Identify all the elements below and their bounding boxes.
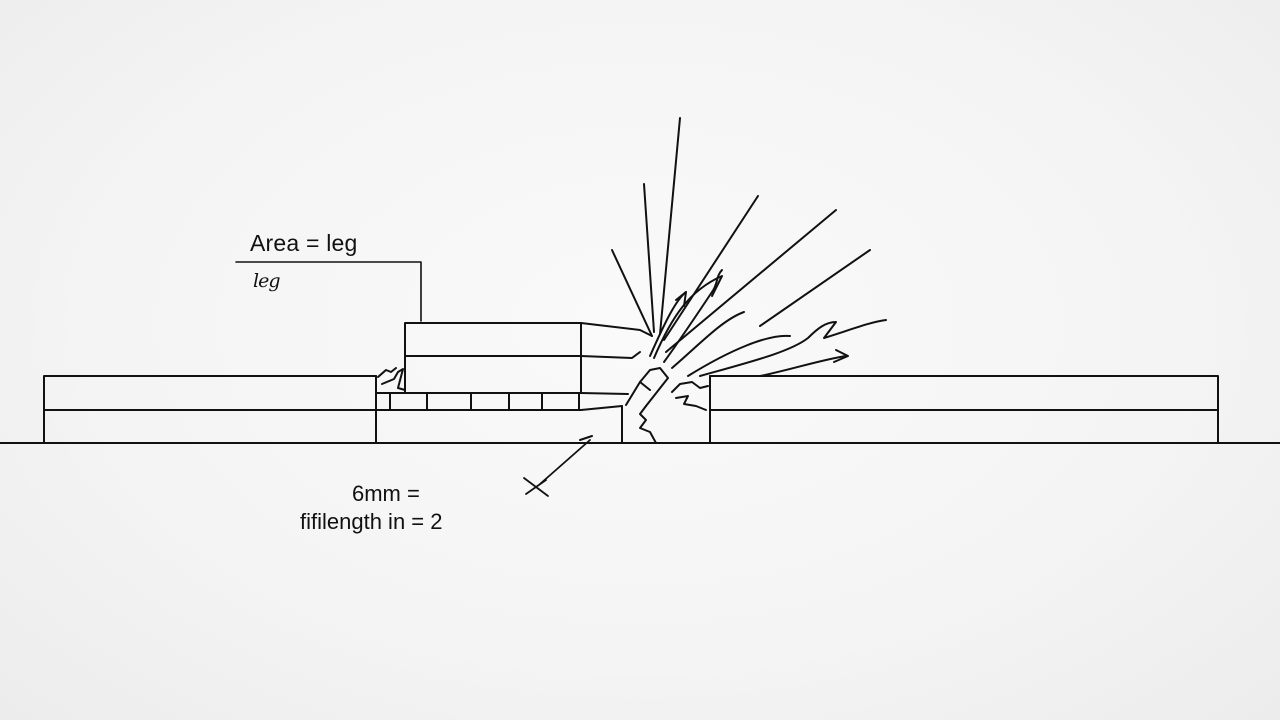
dimension-label-line-2: fifilength in = 2	[300, 509, 443, 534]
area-leader-line	[235, 261, 422, 322]
leg-note-label: leg	[253, 270, 281, 292]
area-formula-label: Area = leg	[250, 230, 358, 256]
weld-spark-rays	[611, 117, 887, 377]
dimension-label-line-1: 6mm =	[352, 481, 420, 506]
lower-fillet-segments	[375, 367, 623, 411]
right-base-plate	[709, 375, 1219, 444]
left-base-plate	[43, 375, 377, 444]
weld-root	[579, 367, 711, 444]
dimension-marker	[523, 439, 591, 497]
upper-plate-stack	[404, 322, 653, 395]
